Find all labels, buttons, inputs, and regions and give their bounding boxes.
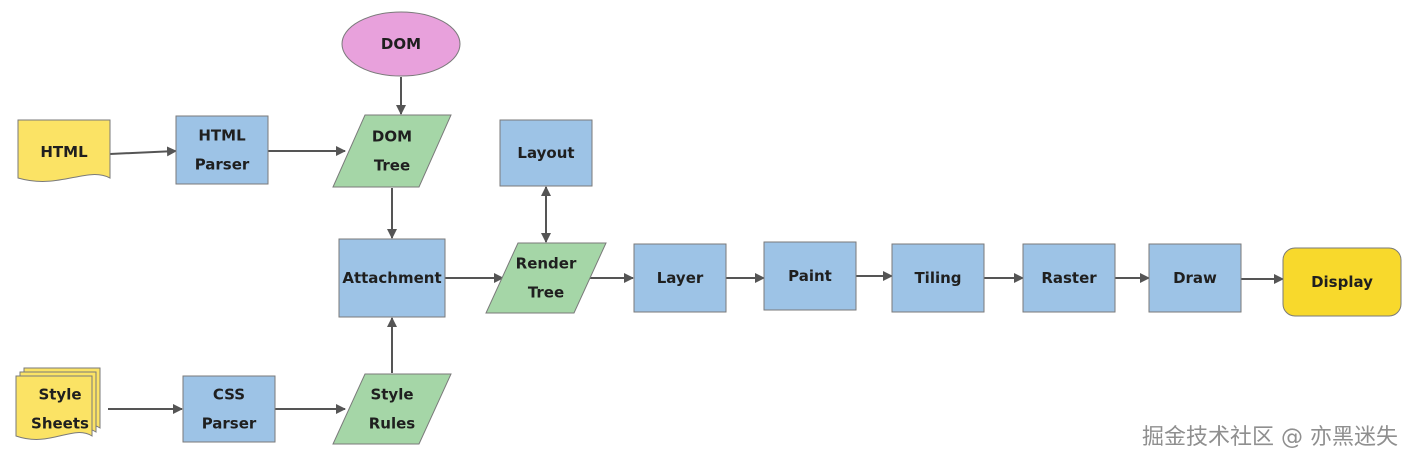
dom-tree-label: Tree <box>374 157 410 175</box>
display-node: Display <box>1282 247 1402 317</box>
draw-node: Draw <box>1148 243 1242 313</box>
document-sheet-3 <box>15 375 93 440</box>
css-parser-node: CSS Parser <box>182 375 276 443</box>
process-shape <box>182 375 276 443</box>
paint-node: Paint <box>763 241 857 311</box>
nodes-layer: DOM HTML HTML Parser DOM Tree LayoutAttachment… <box>15 11 1402 445</box>
process-shape <box>338 238 446 318</box>
html-parser-label: HTML <box>198 127 246 145</box>
dom-tree-node: DOM Tree <box>332 114 452 188</box>
edges-layer <box>108 77 1284 414</box>
data-shape <box>332 373 452 445</box>
process-shape <box>763 241 857 311</box>
data-shape <box>332 114 452 188</box>
style-rules-label: Rules <box>369 415 416 433</box>
html-label: HTML <box>40 143 88 161</box>
style-sheets-label: Sheets <box>31 415 89 433</box>
document-shape <box>17 119 111 182</box>
edge-html-to-html-parser <box>109 146 177 157</box>
process-shape <box>891 243 985 313</box>
raster-label: Raster <box>1041 269 1097 287</box>
tiling-node: Tiling <box>891 243 985 313</box>
dom-node: DOM <box>341 11 461 77</box>
tiling-label: Tiling <box>914 269 961 287</box>
paint-label: Paint <box>788 267 832 285</box>
render-tree-label: Render <box>516 255 577 273</box>
attachment-label: Attachment <box>342 269 441 287</box>
process-shape <box>499 119 593 187</box>
dom-label: DOM <box>381 35 421 53</box>
render-tree-label: Tree <box>528 284 564 302</box>
process-shape <box>1148 243 1242 313</box>
layer-label: Layer <box>657 269 704 287</box>
data-shape <box>485 242 607 314</box>
layout-node: Layout <box>499 119 593 187</box>
css-parser-label: Parser <box>202 415 257 433</box>
ellipse-shape <box>341 11 461 77</box>
layer-node: Layer <box>633 243 727 313</box>
draw-label: Draw <box>1173 269 1217 287</box>
process-shape <box>175 115 269 185</box>
style-rules-label: Style <box>370 386 413 404</box>
process-shape <box>633 243 727 313</box>
display-label: Display <box>1311 273 1373 291</box>
style-sheets-label: Style <box>38 386 81 404</box>
html-parser-node: HTML Parser <box>175 115 269 185</box>
dom-tree-label: DOM <box>372 128 412 146</box>
attachment-node: Attachment <box>338 238 446 318</box>
raster-node: Raster <box>1022 243 1116 313</box>
css-parser-label: CSS <box>213 386 245 404</box>
terminal-shape <box>1282 247 1402 317</box>
process-shape <box>1022 243 1116 313</box>
html-node: HTML <box>17 119 111 182</box>
watermark-text: 掘金技术社区 @ 亦黑迷失 <box>1142 425 1398 450</box>
layout-label: Layout <box>517 144 574 162</box>
html-parser-label: Parser <box>195 156 250 174</box>
